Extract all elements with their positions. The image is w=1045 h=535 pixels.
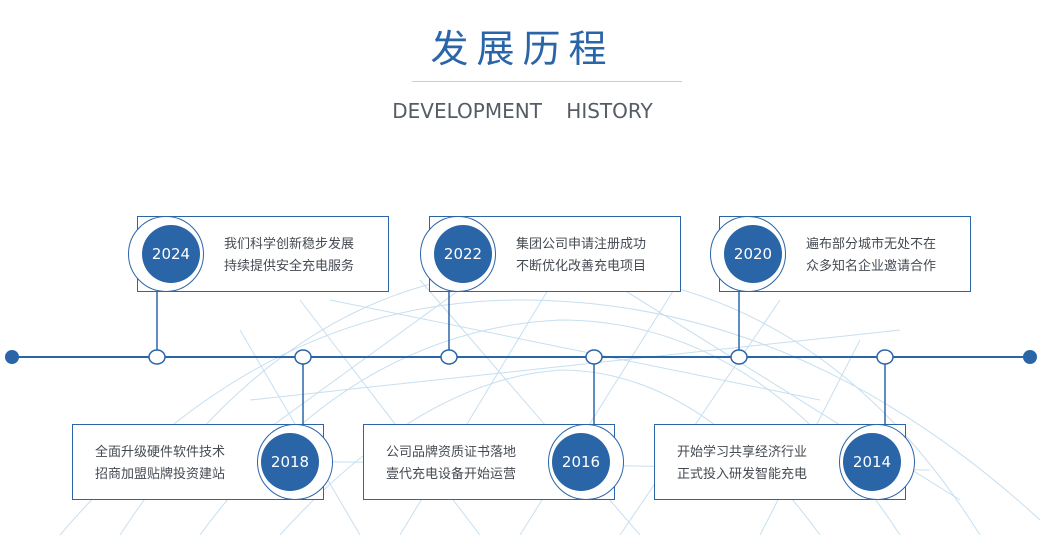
description-line: 全面升级硬件软件技术 [95,445,226,460]
milestone-description: 集团公司申请注册成功 不断优化改善充电项目 [516,234,646,278]
description-line: 公司品牌资质证书落地 [386,445,517,460]
description-line: 招商加盟贴牌投资建站 [95,467,226,482]
description-line: 集团公司申请注册成功 [516,237,647,252]
year-badge: 2014 [843,433,901,491]
year-badge: 2022 [434,225,492,283]
description-line: 壹代充电设备开始运营 [386,467,517,482]
milestone-card-2014: 2014 开始学习共享经济行业 正式投入研发智能充电 [654,424,915,500]
description-line: 众多知名企业邀请合作 [806,259,937,274]
timeline-node-2024 [148,349,166,365]
page-subtitle: DEVELOPMENT HISTORY [392,99,653,123]
milestone-card-2018: 2018 全面升级硬件软件技术 招商加盟贴牌投资建站 [72,424,333,500]
timeline-node-2020 [730,349,748,365]
milestone-description: 全面升级硬件软件技术 招商加盟贴牌投资建站 [95,442,225,486]
timeline-node-2018 [294,349,312,365]
page-title: 发展历程 [430,27,615,71]
milestone-description: 公司品牌资质证书落地 壹代充电设备开始运营 [386,442,516,486]
milestone-card-2016: 2016 公司品牌资质证书落地 壹代充电设备开始运营 [363,424,624,500]
timeline-start-dot [5,350,19,364]
timeline-end-dot [1023,350,1037,364]
description-line: 持续提供安全充电服务 [224,259,355,274]
title-divider [412,81,682,82]
year-badge: 2016 [552,433,610,491]
milestone-card-2020: 2020 遍布部分城市无处不在 众多知名企业邀请合作 [710,216,971,292]
description-line: 我们科学创新稳步发展 [224,237,355,252]
timeline-node-2014 [876,349,894,365]
year-badge: 2018 [261,433,319,491]
milestone-card-2024: 2024 我们科学创新稳步发展 持续提供安全充电服务 [128,216,389,292]
year-badge: 2020 [724,225,782,283]
description-line: 不断优化改善充电项目 [516,259,647,274]
milestone-card-2022: 2022 集团公司申请注册成功 不断优化改善充电项目 [420,216,681,292]
description-line: 遍布部分城市无处不在 [806,237,937,252]
description-line: 正式投入研发智能充电 [677,467,808,482]
timeline-node-2016 [585,349,603,365]
year-badge: 2024 [142,225,200,283]
milestone-description: 遍布部分城市无处不在 众多知名企业邀请合作 [806,234,936,278]
timeline-node-2022 [440,349,458,365]
description-line: 开始学习共享经济行业 [677,445,808,460]
milestone-description: 开始学习共享经济行业 正式投入研发智能充电 [677,442,807,486]
milestone-description: 我们科学创新稳步发展 持续提供安全充电服务 [224,234,354,278]
